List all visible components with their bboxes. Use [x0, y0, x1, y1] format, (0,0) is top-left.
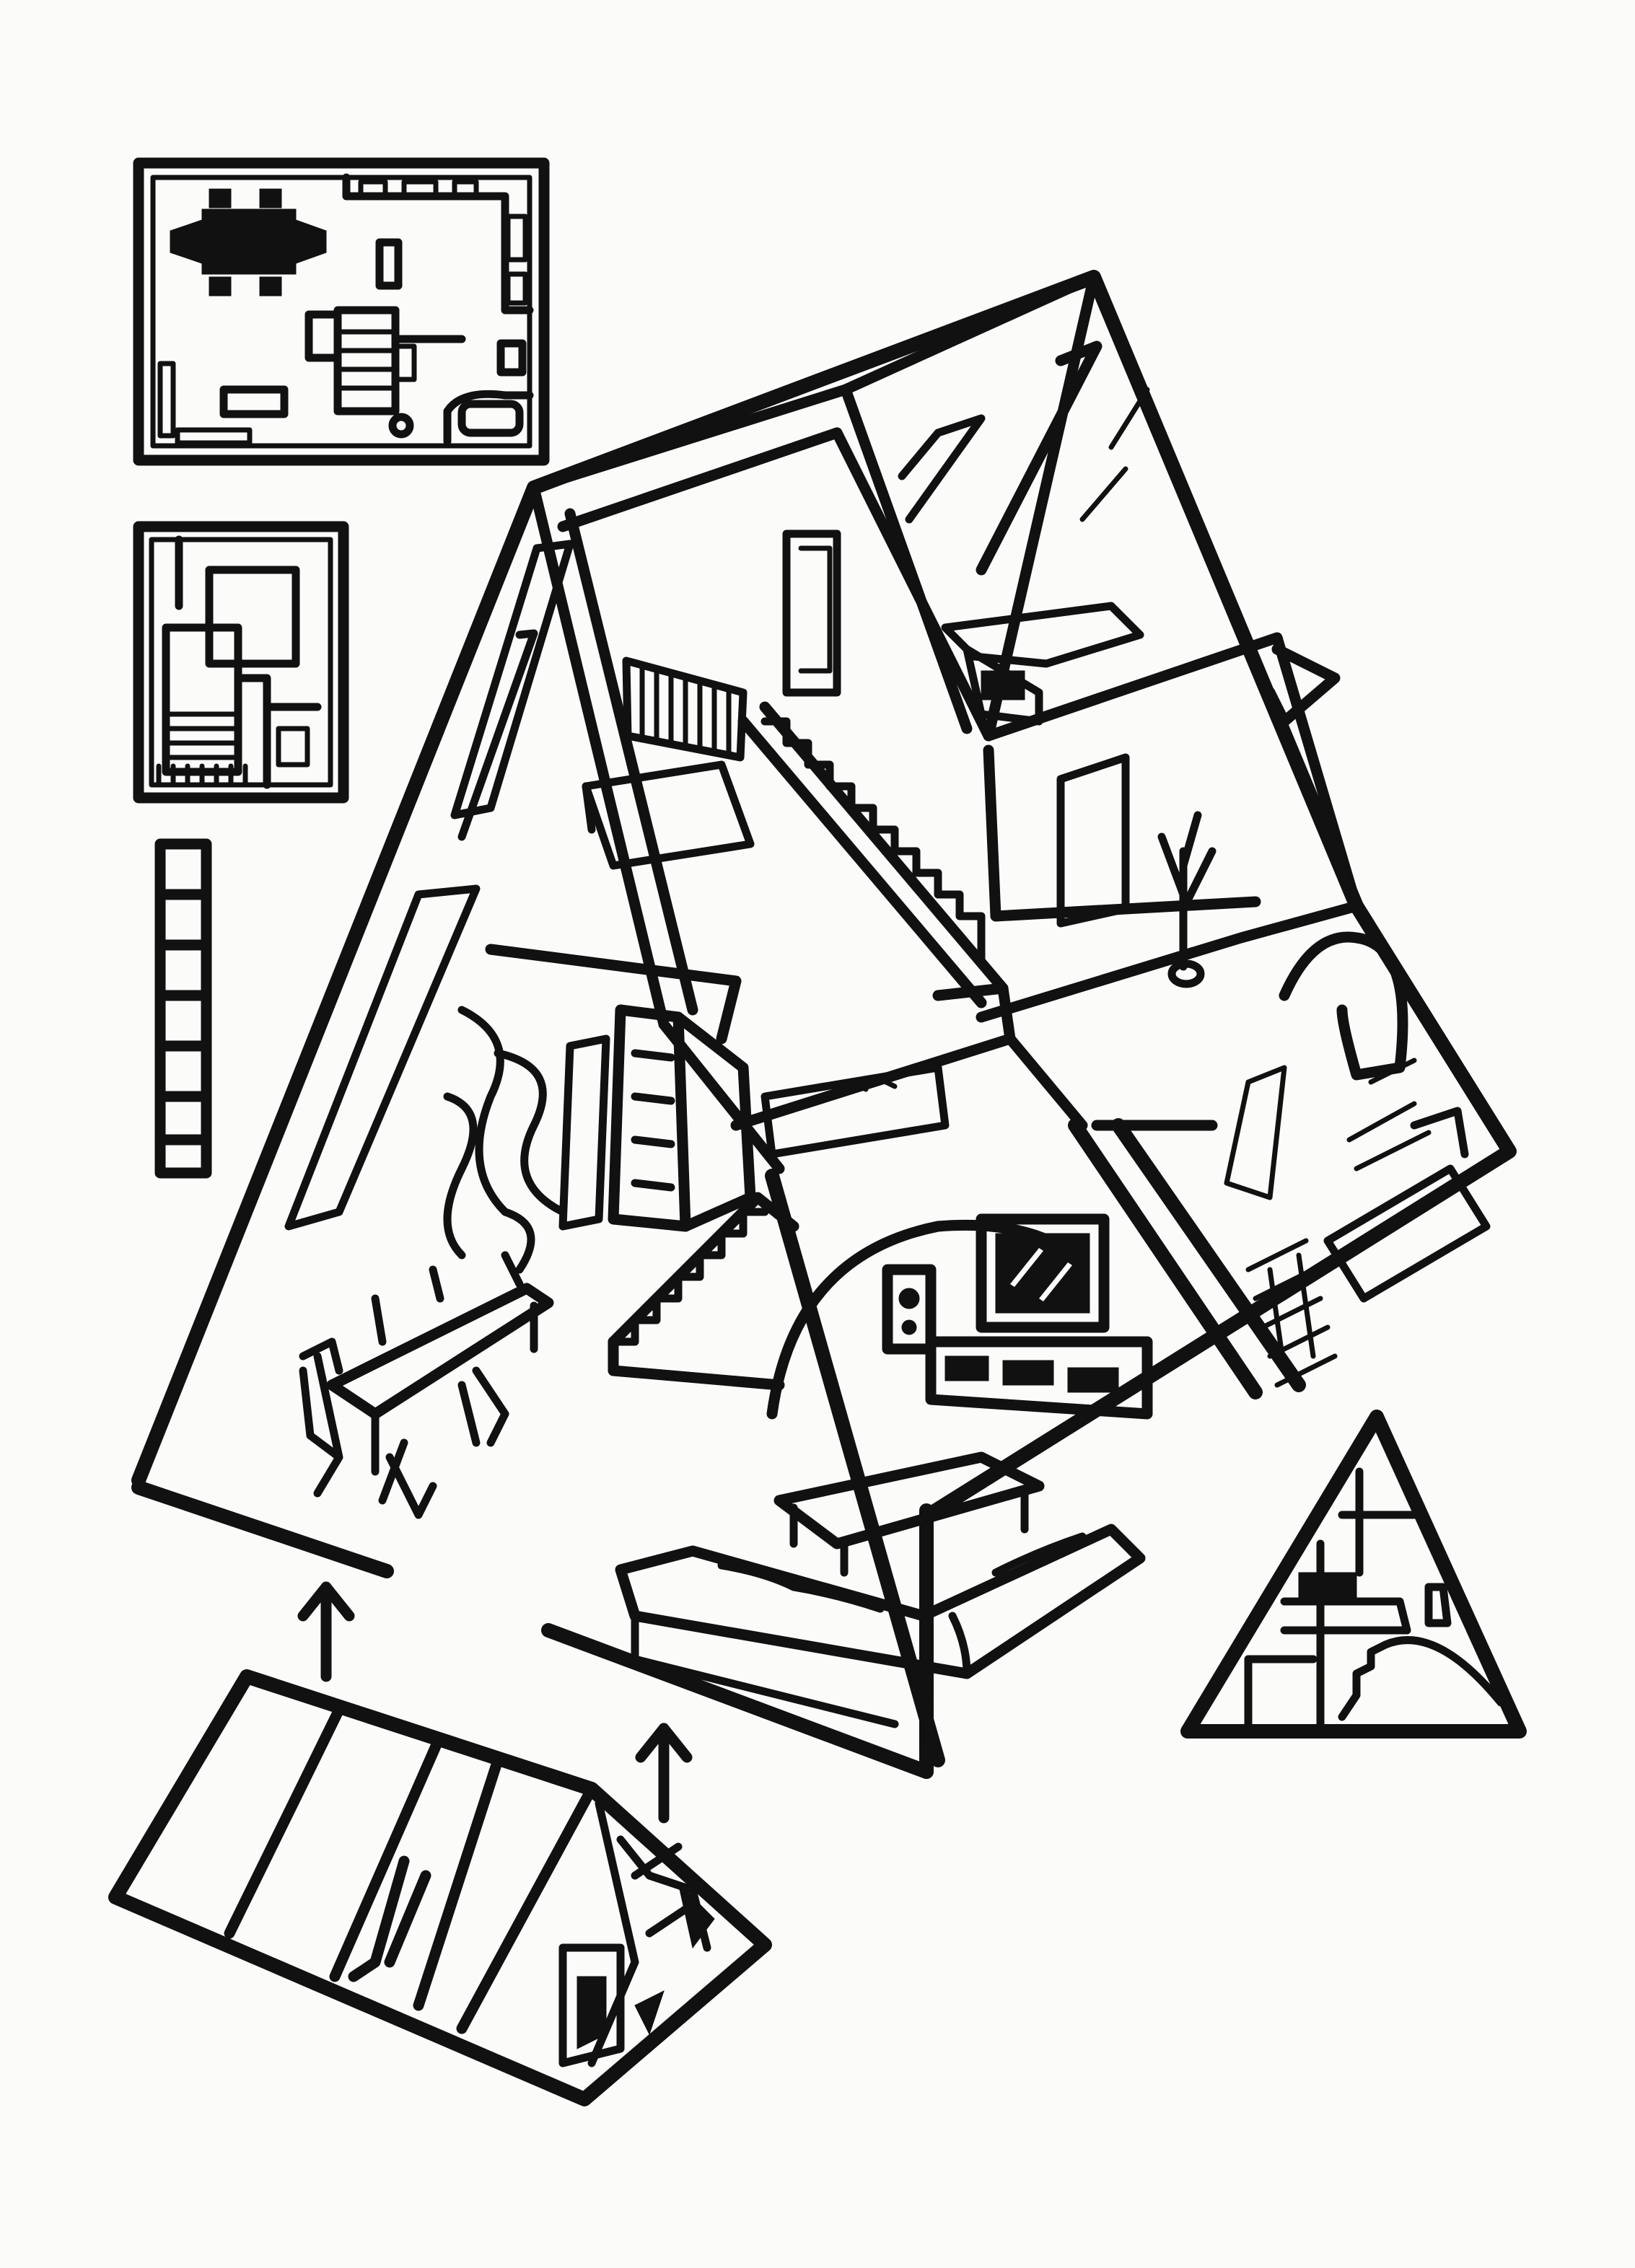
- arrow-right: [635, 1723, 693, 1824]
- sofa: [615, 1524, 1146, 1728]
- a-frame-exterior: [108, 1669, 772, 2106]
- loft-bed: [941, 602, 1144, 726]
- dining-table: [299, 1251, 554, 1519]
- dining-table-plan: [170, 188, 327, 296]
- bookshelf: [558, 1004, 756, 1232]
- coffee-table: [773, 1451, 1045, 1577]
- main-staircase: [737, 701, 1016, 1045]
- loft-railing: [582, 656, 755, 870]
- lower-staircase: [608, 1192, 799, 1391]
- potted-plant: [1157, 811, 1217, 988]
- a-frame-cutaway: [131, 270, 1517, 1779]
- a-frame-section: [1180, 1410, 1527, 1739]
- bathroom-area: [1224, 931, 1491, 1388]
- curtain-wave: [443, 1006, 567, 1274]
- tv-wall: [766, 1213, 1153, 1420]
- stair-elevation-strip: [154, 838, 212, 1179]
- stair-plan: [304, 306, 466, 416]
- loft-floor-plan: [133, 521, 349, 804]
- arrow-left: [297, 1581, 355, 1682]
- ground-floor-plan: [133, 157, 550, 466]
